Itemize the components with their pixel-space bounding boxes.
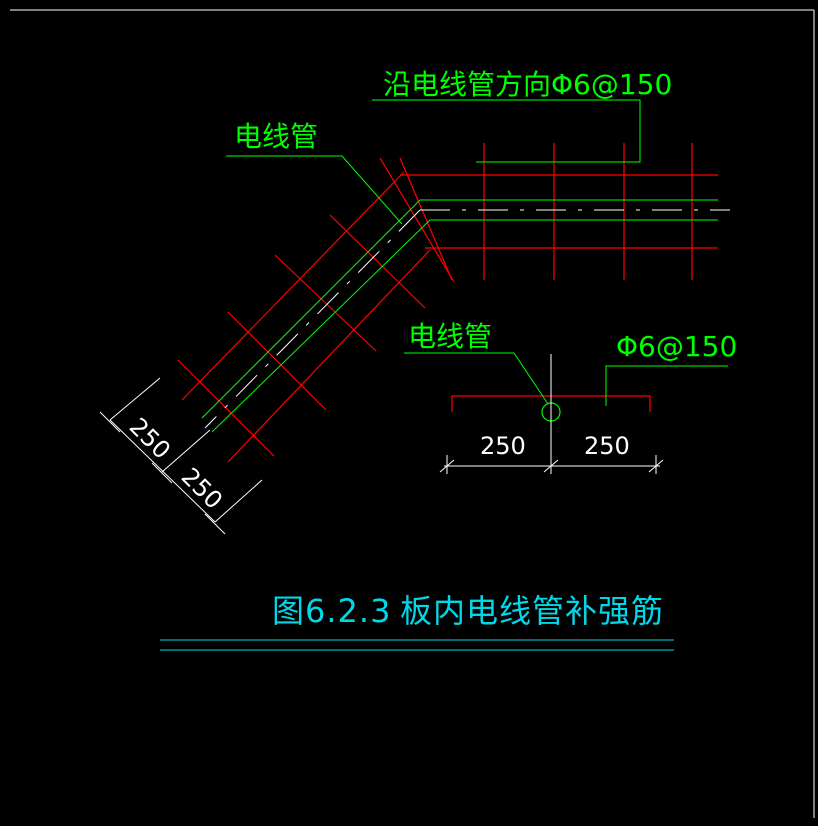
conduit-lines [201,199,730,433]
conduit-upper-leader [226,155,403,225]
drawing-frame [10,9,815,818]
figure-caption: 板内电线管补强筋 [400,592,664,630]
top-note-leader [372,99,641,163]
plan-rebar-grid [177,143,718,463]
conduit-section-label: 电线管 [408,320,492,353]
section-leaders [404,352,728,406]
section-dimensions [439,354,664,474]
dim-section-right: 250 [584,432,630,460]
section-rebar-label: Φ6@150 [616,330,737,363]
title-underline [160,639,674,651]
dim-section-left: 250 [480,432,526,460]
dim-diagonal-2: 250 [176,462,228,514]
diagonal-dimensions [99,377,263,535]
figure-number: 图6.2.3 [272,592,391,630]
conduit-upper-label: 电线管 [234,120,318,153]
top-note-label: 沿电线管方向Φ6@150 [383,68,672,101]
dim-diagonal-1: 250 [124,412,176,464]
